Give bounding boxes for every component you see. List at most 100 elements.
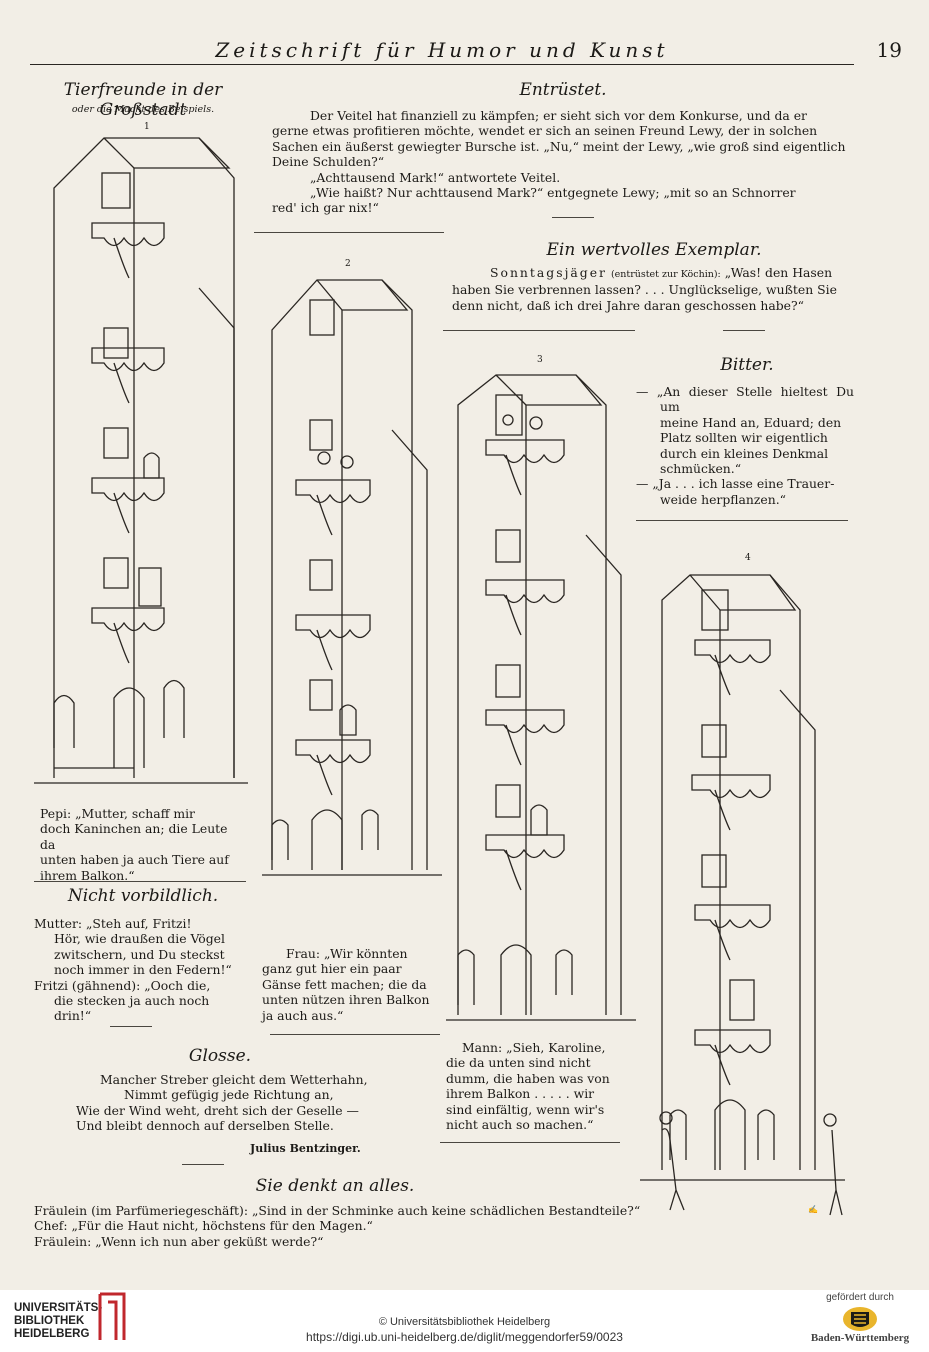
text-line: „Achttausend Mark!“ antwortete Veitel.: [310, 169, 561, 185]
text-line: — „An dieser Stelle hieltest Du um: [636, 384, 854, 415]
page-number: 19: [876, 38, 902, 62]
caption-line: dumm, die haben was von: [446, 1070, 610, 1086]
text-line: haben Sie verbrennen lassen? . . . Unglü…: [452, 282, 837, 298]
logo-line: UNIVERSITÄTS-: [14, 1302, 103, 1314]
text-line: Platz sollten wir eigentlich: [660, 430, 828, 446]
divider: [723, 330, 765, 331]
divider: [110, 1026, 152, 1027]
article-heading-exemplar: Ein wertvolles Exemplar.: [546, 240, 762, 260]
text-line: Fritzi (gähnend): „Ooch die,: [34, 977, 211, 993]
text-line: denn nicht, daß ich drei Jahre daran ges…: [452, 297, 804, 313]
article-subheading: oder die Macht des Beispiels.: [71, 104, 215, 115]
article-heading-bitter: Bitter.: [720, 355, 774, 375]
text-line: Sachen ein äußerst gewiegter Bursche ist…: [272, 138, 846, 154]
caption-line: Frau: „Wir könnten: [286, 946, 408, 961]
figure-number-2: 2: [345, 259, 351, 269]
caption-line: Gänse fett machen; die da: [262, 976, 427, 992]
ub-logo-text: UNIVERSITÄTS- BIBLIOTHEK HEIDELBERG: [14, 1302, 102, 1341]
ub-logo-icon: [98, 1292, 126, 1340]
article-heading-vorbildlich: Nicht vorbildlich.: [67, 886, 219, 906]
caption-line: unten haben ja auch Tiere auf: [40, 852, 229, 868]
divider: [552, 217, 594, 218]
magazine-page: Zeitschrift für Humor und Kunst 19 Tierf…: [0, 0, 929, 1290]
text-line: gerne etwas profitieren möchte, wendet e…: [272, 123, 818, 139]
artist-signature: ✍: [808, 1205, 818, 1214]
source-url[interactable]: https://digi.ub.uni-heidelberg.de/diglit…: [306, 1330, 623, 1344]
poem-line: Nimmt gefügig jede Richtung an,: [124, 1087, 334, 1103]
caption-line: Pepi: „Mutter, schaff mir: [40, 806, 195, 821]
stage-direction: (entrüstet zur Köchin):: [610, 269, 721, 280]
poem-line: Mancher Streber gleicht dem Wetterhahn,: [100, 1072, 368, 1087]
caption-line: unten nützen ihren Balkon: [262, 992, 430, 1008]
glosse-poem: Mancher Streber gleicht dem Wetterhahn, …: [76, 1072, 376, 1134]
text-line: Chef: „Für die Haut nicht, höchstens für…: [34, 1218, 373, 1234]
text-line: — „Ja . . . ich lasse eine Trauer-: [636, 476, 835, 492]
article-heading-entruestet: Entrüstet.: [519, 80, 607, 100]
illustration-building-2: [262, 279, 442, 876]
text-span: „Was! den Hasen: [724, 265, 833, 280]
text-line: weide herpflanzen.“: [660, 491, 787, 507]
illustration-building-3: [446, 374, 636, 1021]
poem-line: Wie der Wind weht, dreht sich der Gesell…: [76, 1102, 359, 1118]
divider: [440, 1142, 620, 1143]
divider: [182, 1164, 224, 1165]
text-line: durch ein kleines Denkmal: [660, 445, 829, 461]
caption-line: ihrem Balkon.“: [40, 867, 135, 883]
text-line: Deine Schulden?“: [272, 154, 385, 170]
divider: [443, 330, 635, 331]
bitter-text: — „An dieser Stelle hieltest Du um meine…: [636, 384, 854, 507]
logo-line: HEIDELBERG: [14, 1328, 90, 1340]
funded-by-label: gefördert durch: [826, 1292, 894, 1303]
divider: [636, 520, 848, 521]
denkt-text: Fräulein (im Parfümeriegeschäft): „Sind …: [34, 1203, 674, 1249]
funding-notice: gefördert durch Baden-Württemberg: [805, 1292, 915, 1344]
caption-line: ihrem Balkon . . . . . wir: [446, 1086, 595, 1102]
caption-line: nicht auch so machen.“: [446, 1117, 594, 1133]
caption-line: die da unten sind nicht: [446, 1055, 591, 1071]
caption-line: ja auch aus.“: [262, 1007, 344, 1023]
poem-author: Julius Bentzinger.: [250, 1142, 361, 1155]
text-line: Fräulein: „Wenn ich nun aber geküßt werd…: [34, 1233, 324, 1249]
figure-number-3: 3: [537, 355, 543, 365]
figure-number-4: 4: [745, 553, 751, 563]
funder-name: Baden-Württemberg: [810, 1332, 910, 1344]
text-line: Fräulein (im Parfümeriegeschäft): „Sind …: [34, 1203, 641, 1218]
text-line: zwitschern, und Du steckst: [54, 946, 225, 962]
caption-pepi: Pepi: „Mutter, schaff mir doch Kaninchen…: [40, 806, 236, 883]
caption-frau: Frau: „Wir könnten ganz gut hier ein paa…: [262, 946, 432, 1023]
article-heading-tierfreunde: Tierfreunde in der Großstadt: [63, 80, 223, 120]
poem-line: Und bleibt dennoch auf derselben Stelle.: [76, 1118, 334, 1134]
caption-line: sind einfältig, wenn wir's: [446, 1101, 605, 1117]
text-line: Mutter: „Steh auf, Fritzi!: [34, 916, 192, 931]
logo-line: BIBLIOTHEK: [14, 1315, 85, 1327]
article-heading-glosse: Glosse.: [188, 1046, 252, 1066]
magazine-title: Zeitschrift für Humor und Kunst: [215, 38, 669, 62]
caption-line: Mann: „Sieh, Karoline,: [462, 1040, 606, 1055]
exemplar-text: Sonntagsjäger (entrüstet zur Köchin): „W…: [452, 265, 852, 313]
text-line: „Wie haißt? Nur achttausend Mark?“ entge…: [310, 185, 796, 201]
text-line: noch immer in den Federn!“: [54, 962, 232, 978]
library-footer: UNIVERSITÄTS- BIBLIOTHEK HEIDELBERG © Un…: [0, 1290, 929, 1352]
caption-line: ganz gut hier ein paar: [262, 961, 402, 977]
text-line: red' ich gar nix!“: [272, 200, 379, 216]
text-line: Der Veitel hat finanziell zu kämpfen; er…: [310, 108, 807, 123]
vorbildlich-text: Mutter: „Steh auf, Fritzi! Hör, wie drau…: [34, 916, 234, 1024]
text-line: schmücken.“: [660, 461, 742, 477]
figure-number-1: 1: [144, 122, 150, 132]
divider: [254, 232, 444, 233]
divider: [34, 881, 246, 882]
speaker: Sonntagsjäger: [490, 265, 607, 280]
illustration-building-4: [640, 574, 845, 1216]
copyright-notice: © Universitätsbibliothek Heidelberg: [378, 1316, 551, 1328]
divider: [270, 1034, 440, 1035]
page-header: Zeitschrift für Humor und Kunst 19: [30, 36, 902, 65]
illustration-building-1: [34, 137, 248, 784]
text-line: Hör, wie draußen die Vögel: [54, 931, 225, 947]
text-line: meine Hand an, Eduard; den: [660, 414, 842, 430]
caption-mann: Mann: „Sieh, Karoline, die da unten sind…: [446, 1040, 616, 1132]
baden-wuerttemberg-seal-icon: [843, 1307, 877, 1331]
caption-line: doch Kaninchen an; die Leute da: [40, 821, 228, 852]
text-line: die stecken ja auch noch drin!“: [54, 993, 210, 1024]
article-heading-denkt: Sie denkt an alles.: [255, 1176, 415, 1196]
entruestet-text: Der Veitel hat finanziell zu kämpfen; er…: [272, 108, 852, 216]
